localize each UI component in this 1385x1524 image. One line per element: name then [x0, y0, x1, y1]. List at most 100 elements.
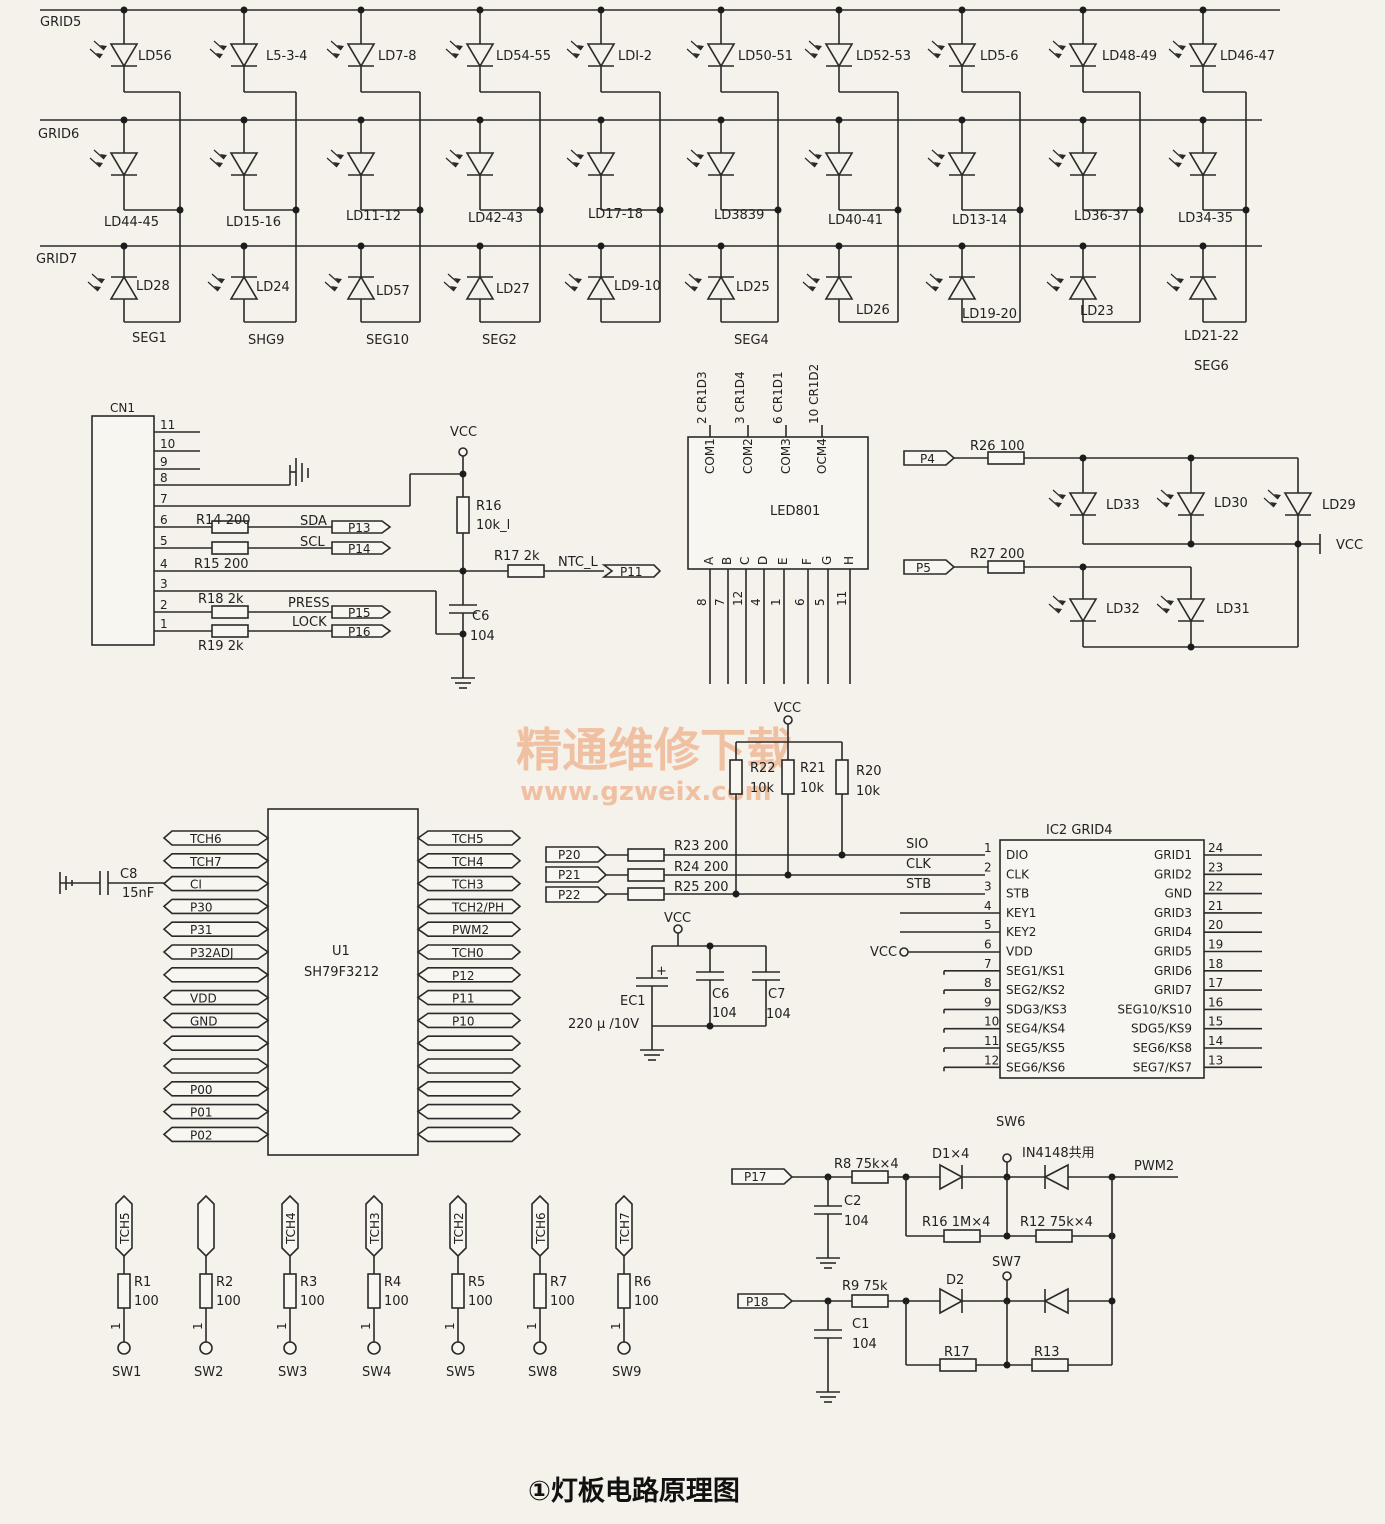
- r19-label: R19 2k: [198, 639, 244, 654]
- pin-number: 13: [1208, 1053, 1223, 1067]
- pin-number: 5: [984, 918, 992, 932]
- pin-number: 15: [1208, 1015, 1223, 1029]
- pin-number: 8: [695, 598, 709, 606]
- r16-label: R16 1M×4: [922, 1215, 990, 1230]
- scl-label: SCL: [300, 535, 325, 550]
- com-label: OCM4: [815, 438, 829, 474]
- pin-number: 10: [160, 437, 175, 451]
- p21-label: P21: [558, 868, 581, 882]
- led-diode: LD9-10: [564, 242, 661, 311]
- pin-number: 1: [359, 1322, 373, 1330]
- resistor-label: R5: [468, 1275, 485, 1290]
- pin-number: 20: [1208, 918, 1223, 932]
- p4-label: P4: [920, 452, 935, 466]
- pin-number: 5: [813, 598, 827, 606]
- led-label: LD40-41: [828, 213, 883, 228]
- resistor-label: R3: [300, 1275, 317, 1290]
- led-diode: LD24: [207, 242, 290, 311]
- resistor-label: R1: [134, 1275, 151, 1290]
- mcu-right-pin: [416, 1035, 522, 1051]
- pin-name: CLK: [1006, 867, 1030, 881]
- switch-label: SW5: [446, 1365, 475, 1380]
- pin-number: 4: [749, 598, 763, 606]
- pin-number: 1: [609, 1322, 623, 1330]
- pin-number: 22: [1208, 880, 1223, 894]
- mcu-right-pin: [416, 1126, 522, 1143]
- p22-label: P22: [558, 888, 581, 902]
- led-diode: L5-3-4: [209, 6, 307, 78]
- pin-name: GRID6: [1154, 964, 1192, 978]
- c7-value: 104: [766, 1007, 791, 1022]
- switch-label: SW3: [278, 1365, 307, 1380]
- r17-label: R17 2k: [494, 549, 540, 564]
- pin-name: GRID7: [1154, 983, 1192, 997]
- led-diode: LD15-16: [209, 116, 281, 230]
- segment-label: D: [756, 556, 770, 565]
- r22-label: R22: [750, 761, 776, 776]
- mcu-left-pin: [162, 875, 270, 892]
- mcu-right-pin: [416, 898, 522, 915]
- grid7-label: GRID7: [36, 252, 77, 267]
- pin-number: 21: [1208, 899, 1223, 913]
- r12-label: R12 75k×4: [1020, 1215, 1093, 1230]
- mcu-left-pin: [162, 1058, 270, 1074]
- pin-name: SEG6/KS8: [1133, 1041, 1192, 1055]
- led-diode: LD3839: [686, 116, 764, 223]
- mcu-left-pin: [162, 852, 270, 869]
- sio-label: SIO: [906, 837, 928, 852]
- switch-label: SW8: [528, 1365, 557, 1380]
- segment-label: H: [842, 556, 856, 565]
- grid6-label: GRID6: [38, 127, 79, 142]
- led-label: LD15-16: [226, 215, 281, 230]
- led-diode: LD52-53: [804, 6, 911, 78]
- touch-net-label: TCH4: [284, 1212, 298, 1245]
- led-label: LD36-37: [1074, 209, 1129, 224]
- led-label: LD27: [496, 282, 530, 297]
- pin-label: PWM2: [452, 923, 489, 937]
- led-label: LD13-14: [952, 213, 1007, 228]
- led-label: LD46-47: [1220, 49, 1275, 64]
- r26-label: R26 100: [970, 439, 1025, 454]
- led-diode: LD23: [1046, 242, 1114, 319]
- led-diode: LD40-41: [804, 116, 883, 228]
- pin-number: 1: [160, 617, 168, 631]
- mcu-ref: U1: [332, 944, 350, 959]
- mcu-left-pin: [162, 921, 270, 938]
- vcc-label: VCC: [870, 945, 897, 960]
- lock-label: LOCK: [292, 615, 327, 630]
- r13-label: R13: [1034, 1345, 1060, 1360]
- led-diode: LD44-45: [89, 116, 159, 230]
- led-label: LD5-6: [980, 49, 1019, 64]
- led-label: LD50-51: [738, 49, 793, 64]
- led-label: LD32: [1106, 602, 1140, 617]
- pullup-resistors: VCC R22 10k R21 10k R20 10k: [729, 701, 882, 894]
- led-diode: LD17-18: [566, 116, 643, 222]
- mcu-right-pin: [416, 875, 522, 892]
- r21-label: R21: [800, 761, 826, 776]
- pin-number: 11: [160, 418, 175, 432]
- mcu-right-pin: [416, 921, 522, 938]
- pin-number: 19: [1208, 938, 1223, 952]
- port-p17: [731, 1168, 794, 1185]
- mcu-left-pin: [162, 898, 270, 915]
- segment-label: G: [820, 556, 834, 565]
- pin-label: P00: [190, 1083, 213, 1097]
- c6-label: C6: [712, 987, 729, 1002]
- r16-value: 10k_l: [476, 518, 510, 533]
- touch-net-tag: [197, 1194, 215, 1258]
- mcu-right-pin: [416, 1012, 522, 1029]
- touch-net-label: TCH5: [118, 1212, 132, 1245]
- led-diode: LD46-47: [1168, 6, 1275, 78]
- led-label: LD24: [256, 280, 290, 295]
- p16-label: P16: [348, 625, 371, 639]
- seg-label: SEG2: [482, 333, 517, 348]
- p17-label: P17: [744, 1170, 767, 1184]
- switch-label: SW4: [362, 1365, 391, 1380]
- resistor-value: 100: [134, 1294, 159, 1309]
- segment-label: E: [776, 557, 790, 565]
- seg-label: SEG4: [734, 333, 769, 348]
